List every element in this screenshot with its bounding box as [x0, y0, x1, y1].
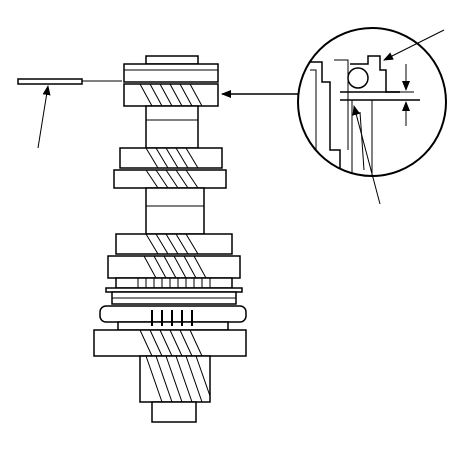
upper-shaft: [145, 105, 199, 149]
shaft-stub: [151, 401, 197, 423]
gear-4: [115, 233, 233, 255]
feeler-gauge-leader-arrow: [37, 85, 51, 149]
gear-3: [113, 169, 227, 189]
gear-5: [107, 255, 241, 279]
bottom-gear: [93, 329, 247, 357]
gear-2: [119, 147, 223, 169]
top-gear: [123, 83, 219, 107]
synchronizer-hub: [105, 277, 243, 305]
detail-view: [297, 27, 447, 205]
feeler-gauge: [17, 78, 122, 149]
pinion-shaft: [139, 355, 211, 403]
shaft-assembly: [93, 55, 247, 423]
snap-ring: [347, 67, 369, 89]
middle-shaft: [145, 187, 205, 235]
gap-leader-arrow: [352, 105, 381, 205]
top-cap: [123, 55, 219, 83]
sleeve: [99, 305, 247, 331]
snap-ring-leader-arrow: [383, 29, 445, 61]
